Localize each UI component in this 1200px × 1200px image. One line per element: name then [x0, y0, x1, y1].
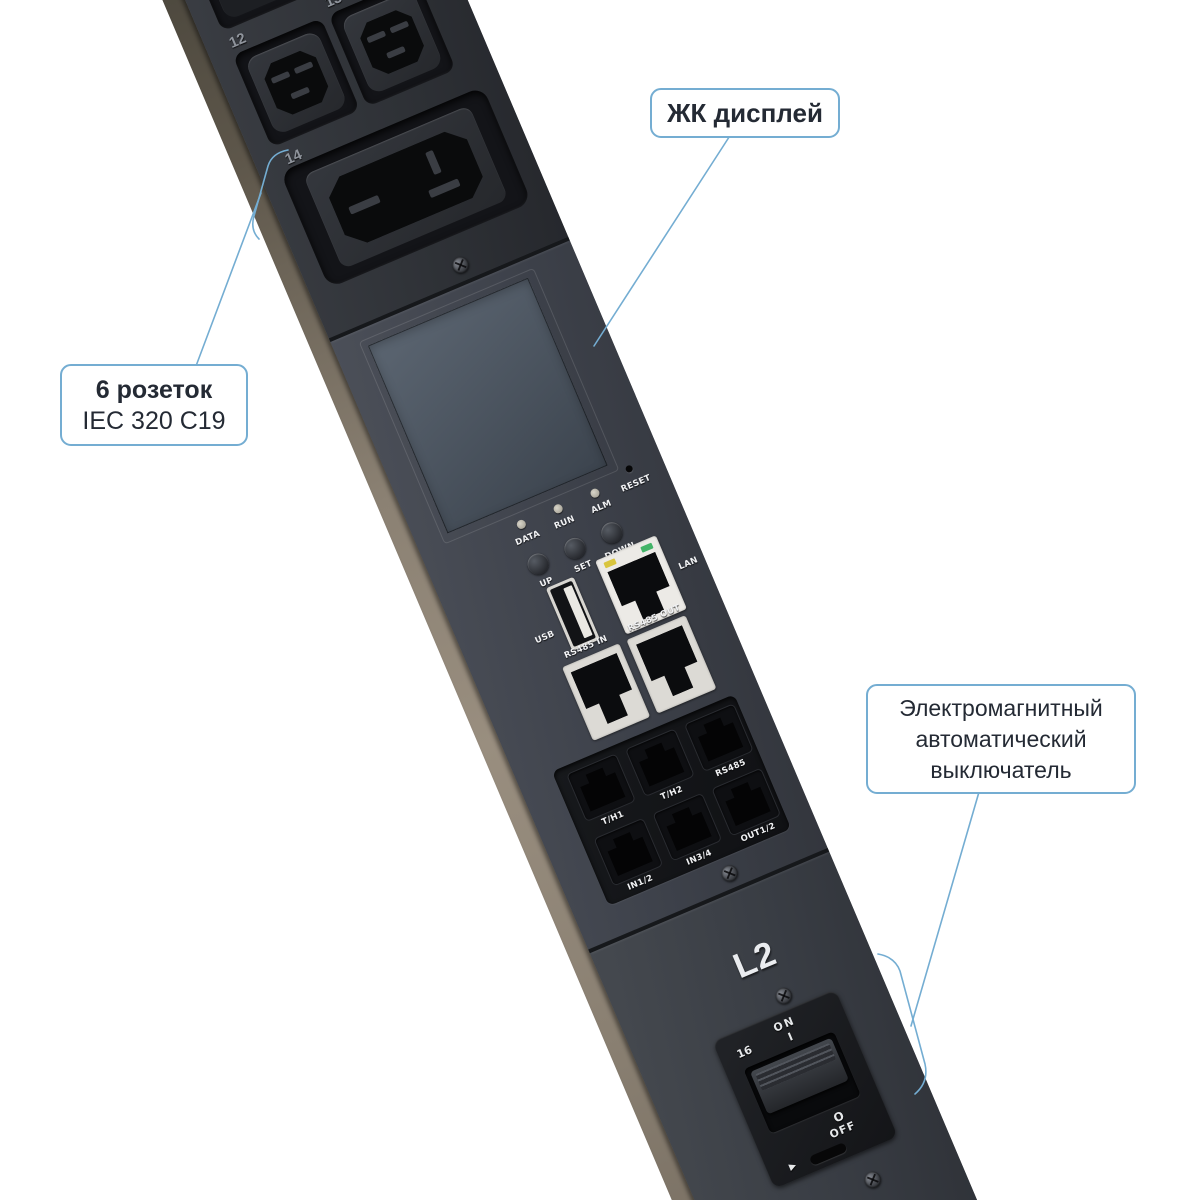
callout-breaker-line2: автоматический [915, 725, 1087, 752]
callout-outlets-line1: 6 розеток [95, 376, 213, 404]
callout-outlets: 6 розеток IEC 320 C19 [60, 364, 248, 446]
callout-breaker-line3: выключатель [930, 756, 1072, 783]
leader-lcd [593, 130, 734, 347]
callout-breaker-line1: Электромагнитный [899, 694, 1103, 721]
leader-breaker [910, 791, 980, 1027]
callout-lcd-text: ЖК дисплей [667, 97, 823, 128]
callout-breaker: Электромагнитный автоматический выключат… [866, 684, 1136, 794]
bracket-outlets [252, 149, 289, 240]
callout-outlets-line2: IEC 320 C19 [82, 407, 226, 435]
bracket-breaker [877, 953, 927, 1095]
leader-outlets [195, 192, 262, 367]
callout-lcd: ЖК дисплей [650, 88, 840, 138]
